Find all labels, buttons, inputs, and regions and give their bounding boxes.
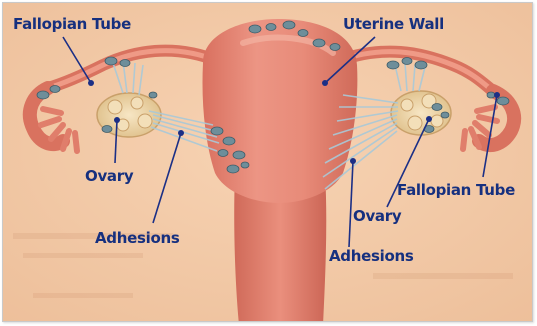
diagram-frame: Fallopian Tube Uterine Wall Ovary Adhesi… [2,2,533,322]
leader-dot-fallopian-tube-left [88,80,94,86]
leader-dot-adhesions-right [350,158,356,164]
label-ovary-right: Ovary [353,207,402,225]
leader-dot-uterine-wall [322,80,328,86]
label-ovary-left: Ovary [85,167,134,185]
leader-dot-ovary-right [426,116,432,122]
label-adhesions-left: Adhesions [95,229,180,247]
label-adhesions-right: Adhesions [329,247,414,265]
label-fallopian-tube-right: Fallopian Tube [397,181,515,199]
leader-dot-fallopian-tube-right [494,92,500,98]
leader-dot-adhesions-left [178,130,184,136]
uterus-adhesions-illustration: Fallopian Tube Uterine Wall Ovary Adhesi… [3,3,533,322]
label-uterine-wall: Uterine Wall [343,15,444,33]
leader-dot-ovary-left [114,117,120,123]
label-fallopian-tube-left: Fallopian Tube [13,15,131,33]
